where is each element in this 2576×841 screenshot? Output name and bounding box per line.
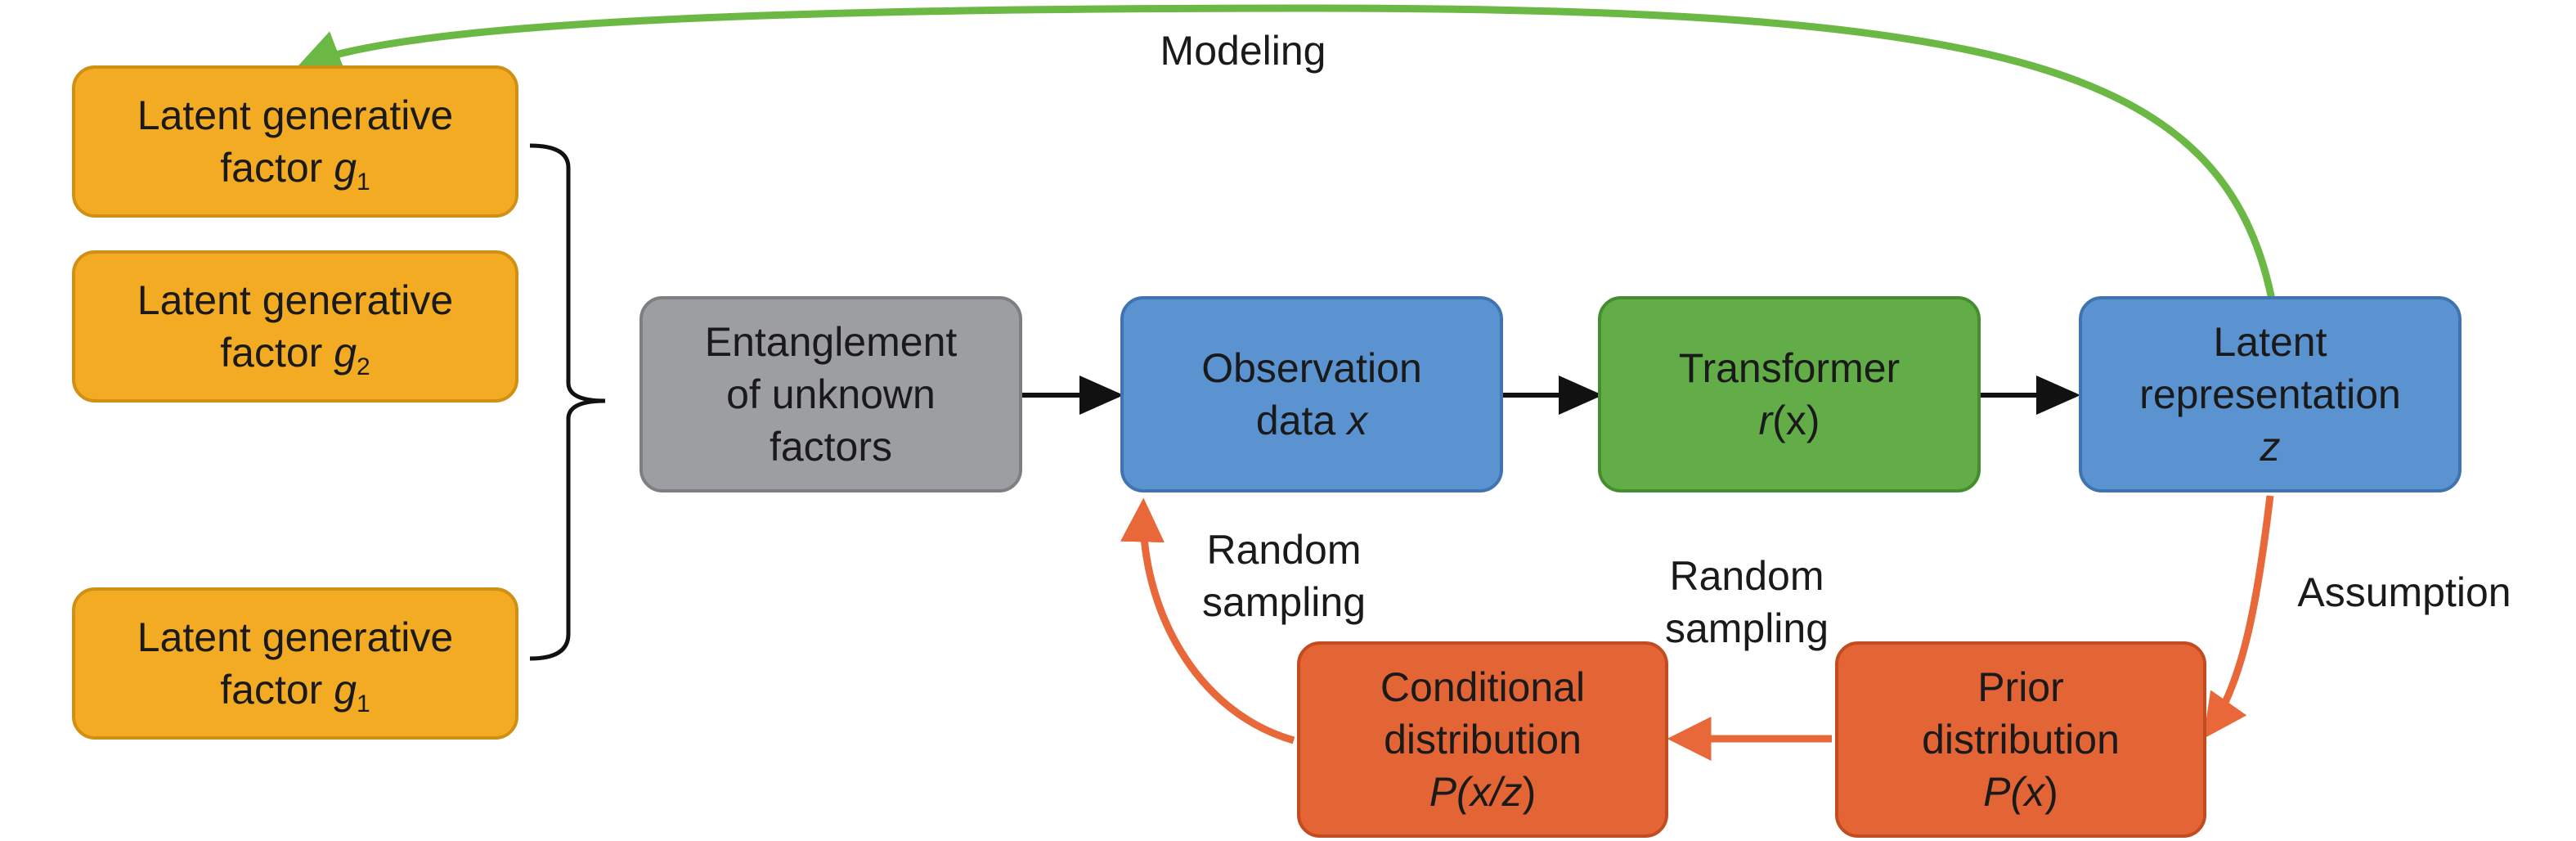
factor-3-var: g <box>334 667 357 713</box>
conditional-close: ) <box>1522 769 1537 815</box>
conditional-var: x/z <box>1470 769 1523 815</box>
factor-2-line1: Latent generative <box>137 277 454 323</box>
latent-representation-box: Latent representation z <box>2079 296 2462 492</box>
factor-1-sub: 1 <box>357 169 370 196</box>
factor-box-2: Latent generative factor g2 <box>72 250 518 403</box>
entanglement-line3: factors <box>769 424 893 470</box>
sampling-left-line2: sampling <box>1201 579 1367 625</box>
transformer-box: Transformer r(x) <box>1598 296 1981 492</box>
transformer-arg: (x) <box>1772 398 1820 443</box>
modeling-label: Modeling <box>1160 28 1326 74</box>
sampling-left-line1: Random <box>1206 527 1362 573</box>
factor-3-sub: 1 <box>357 690 370 717</box>
prior-var: x <box>2024 769 2045 815</box>
factor-box-3: Latent generative factor g1 <box>72 587 518 740</box>
entanglement-line2: of unknown <box>726 371 936 417</box>
observation-box: Observation data x <box>1120 296 1503 492</box>
modeling-arrow <box>296 4 2276 300</box>
conditional-p: P( <box>1429 769 1470 815</box>
conditional-line2: distribution <box>1384 717 1582 762</box>
sampling-label-left: Random sampling <box>1178 524 1390 628</box>
latent-line1: Latent <box>2213 319 2327 365</box>
prior-line1: Prior <box>1977 664 2064 710</box>
factor-box-1: Latent generative factor g1 <box>72 65 518 218</box>
latent-var: z <box>2260 424 2281 470</box>
sampling-arrow-to-observation <box>1120 497 1295 744</box>
factor-group-brace <box>529 143 606 661</box>
assumption-label: Assumption <box>2297 569 2511 615</box>
factor-2-sub: 2 <box>357 353 370 380</box>
transformer-line1: Transformer <box>1678 345 1901 391</box>
observation-var: x <box>1347 398 1368 443</box>
latent-line2: representation <box>2139 371 2401 417</box>
prior-line2: distribution <box>1922 717 2120 762</box>
sampling-label-right: Random sampling <box>1640 550 1853 654</box>
factor-3-line2: factor <box>220 667 334 713</box>
factor-1-line2: factor <box>220 145 334 191</box>
factor-1-line1: Latent generative <box>137 92 454 138</box>
factor-2-line2: factor <box>220 330 334 376</box>
entanglement-box: Entanglement of unknown factors <box>640 296 1022 492</box>
observation-line1: Observation <box>1201 345 1422 391</box>
factor-3-line1: Latent generative <box>137 614 454 660</box>
factor-1-var: g <box>334 145 357 191</box>
entanglement-line1: Entanglement <box>704 319 958 365</box>
prior-distribution-box: Prior distribution P(x) <box>1835 641 2206 838</box>
sampling-right-line2: sampling <box>1664 605 1829 651</box>
prior-close: ) <box>2044 769 2058 815</box>
conditional-distribution-box: Conditional distribution P(x/z) <box>1297 641 1668 838</box>
transformer-func: r <box>1758 398 1773 443</box>
prior-p: P( <box>1983 769 2025 815</box>
observation-line2: data <box>1255 398 1348 443</box>
sampling-right-line1: Random <box>1669 553 1824 599</box>
factor-2-var: g <box>334 330 357 376</box>
conditional-line1: Conditional <box>1380 664 1586 710</box>
assumption-arrow <box>2203 495 2274 740</box>
